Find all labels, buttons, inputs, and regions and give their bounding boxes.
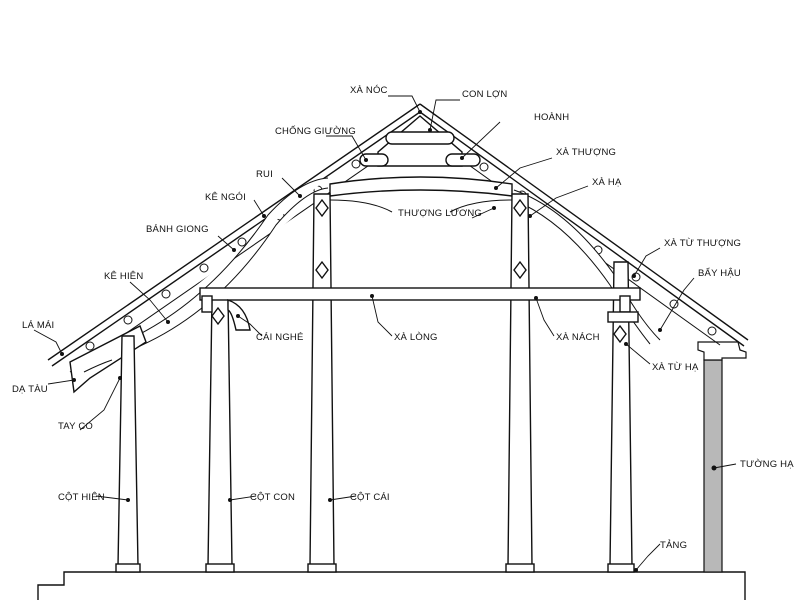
label-xa-thuong: XÀ THƯỢNG	[556, 147, 616, 158]
label-tuong-ha: TƯỜNG HẠ	[740, 459, 794, 470]
label-cot-con: CỘT CON	[250, 492, 295, 503]
label-banh-giong: BÁNH GIONG	[146, 224, 209, 235]
label-xa-tu-thuong: XÀ TỪ THƯỢNG	[664, 238, 741, 249]
label-thuong-luong: THƯỢNG LƯƠNG	[398, 208, 482, 219]
low-wall	[697, 341, 747, 573]
label-cot-cai: CỘT CÁI	[350, 492, 390, 503]
columns	[115, 193, 635, 573]
label-hoanh: HOÀNH	[534, 112, 569, 123]
label-tang: TẢNG	[660, 539, 687, 551]
arched-beams	[69, 177, 661, 394]
label-cai-nghe: CÁI NGHÉ	[256, 332, 304, 343]
label-la-mai: LÁ MÁI	[22, 320, 54, 331]
label-xa-tu-ha: XÀ TỪ HẠ	[652, 362, 699, 373]
label-rui: RUI	[256, 169, 273, 180]
label-cot-hien: CỘT HIÊN	[58, 492, 105, 503]
label-xa-ha: XÀ HẠ	[592, 177, 622, 188]
plinth	[37, 571, 746, 600]
label-ke-hien: KÊ HIÊN	[104, 271, 143, 282]
label-con-lon: CON LỢN	[462, 89, 507, 100]
label-ke-ngoi: KÊ NGÓI	[205, 192, 246, 203]
leader-dots	[60, 110, 717, 572]
label-da-tau: DẠ TÀU	[12, 384, 48, 395]
labels: XÀ NÓC CON LỢN HOÀNH CHỐNG GIƯỜNG XÀ THƯ…	[12, 85, 794, 551]
label-xa-nach: XÀ NÁCH	[556, 332, 600, 343]
leader-lines	[33, 95, 737, 571]
label-chong-giuong: CHỐNG GIƯỜNG	[275, 125, 356, 137]
top-truss	[329, 115, 513, 213]
label-xa-long: XÀ LÒNG	[394, 332, 438, 343]
tie-beams	[199, 198, 641, 344]
label-bay-hau: BẨY HẬU	[698, 267, 741, 279]
label-tay-co: TAY CO	[58, 421, 93, 432]
label-xa-noc: XÀ NÓC	[350, 85, 388, 96]
